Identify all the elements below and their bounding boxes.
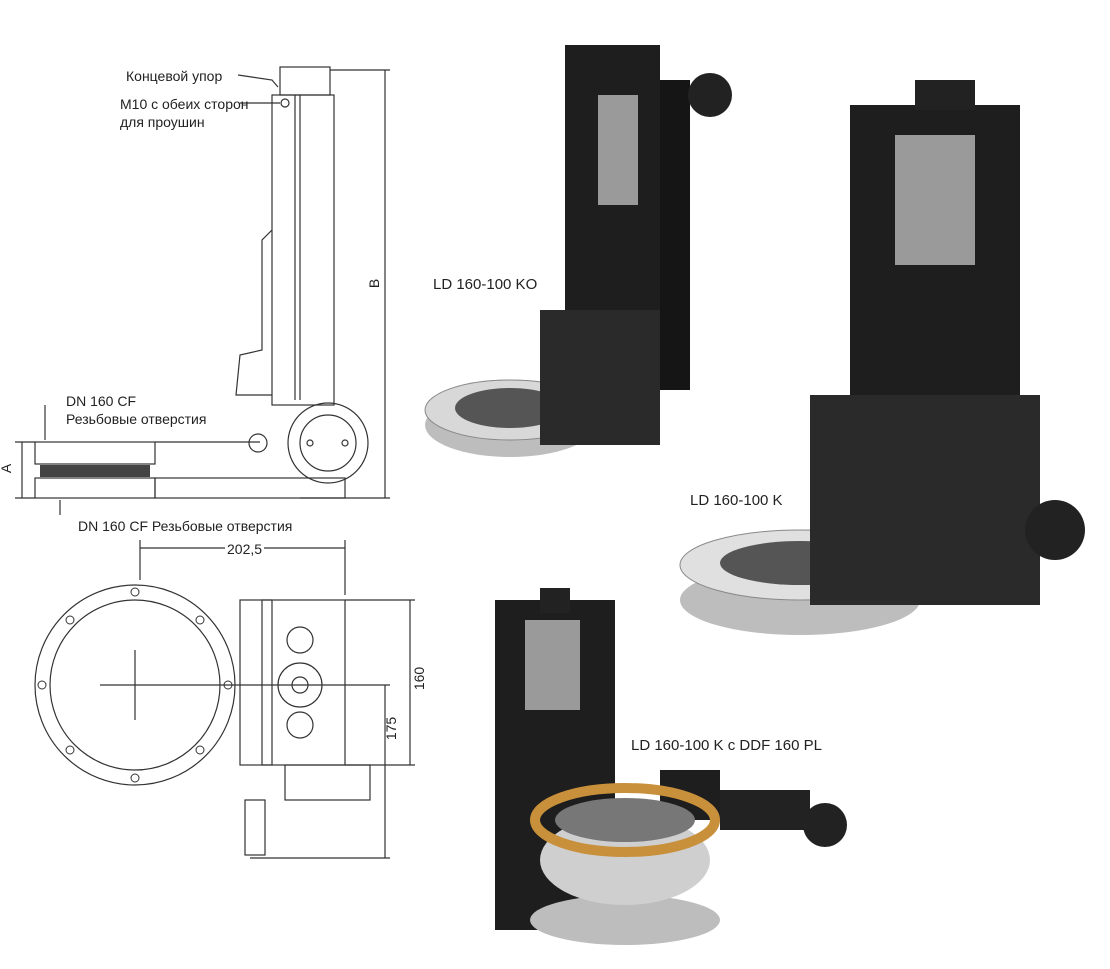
dimension-b: B (366, 278, 383, 289)
product-ld-160-100-k-image (679, 80, 1085, 635)
m10-label-line2: для проушин (120, 114, 205, 130)
end-stop-label: Концевой упор (126, 68, 223, 84)
product-label-ko: LD 160-100 KO (433, 276, 538, 293)
top-view-drawing (34, 540, 415, 859)
side-view-drawing (15, 66, 390, 515)
m10-label-line1: M10 с обеих сторон (120, 96, 249, 112)
top-flange-label-line2: Резьбовые отверстия (66, 411, 207, 427)
product-ld-160-100-ko-image (424, 45, 732, 457)
dimension-a: A (0, 464, 15, 473)
dimension-160: 160 (411, 666, 428, 691)
dimension-202-5: 202,5 (225, 541, 265, 558)
dimension-175: 175 (383, 716, 400, 741)
top-flange-label-line1: DN 160 CF (66, 393, 137, 409)
top-view-bolt-holes (37, 587, 233, 783)
bottom-flange-label: DN 160 CF Резьбовые отверстия (78, 518, 293, 534)
product-ld-160-100-k-ddf-image (495, 588, 847, 945)
product-label-k-ddf: LD 160-100 K с DDF 160 PL (631, 737, 822, 754)
hatching (40, 465, 150, 477)
product-label-k: LD 160-100 K (690, 492, 783, 509)
